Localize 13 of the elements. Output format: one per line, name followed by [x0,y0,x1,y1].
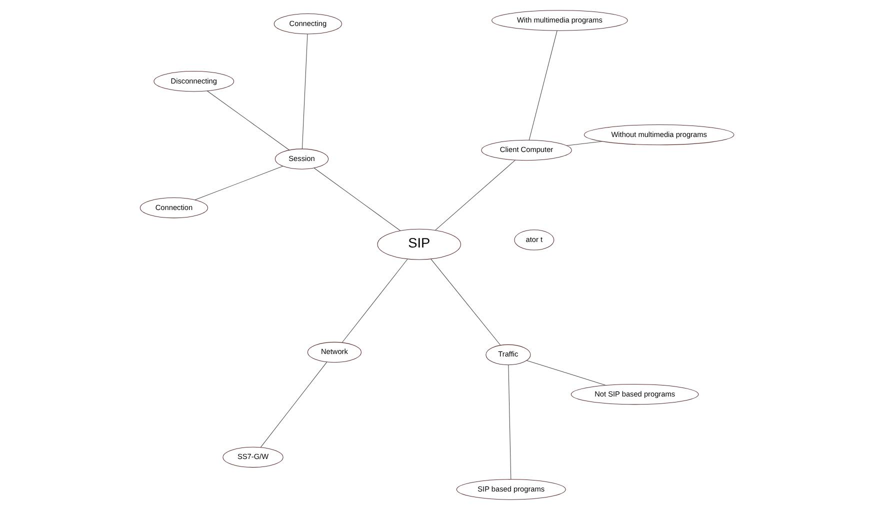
connector [341,258,408,343]
connector [528,30,557,140]
connector [434,160,516,231]
connector [430,258,500,346]
connector [313,168,400,231]
connector [260,362,327,448]
node-ellipse: SIP [376,228,460,260]
connector [508,364,511,480]
connector [206,90,290,150]
connector [194,166,283,200]
connector [301,34,308,150]
connector [526,360,606,386]
connector [566,141,602,146]
